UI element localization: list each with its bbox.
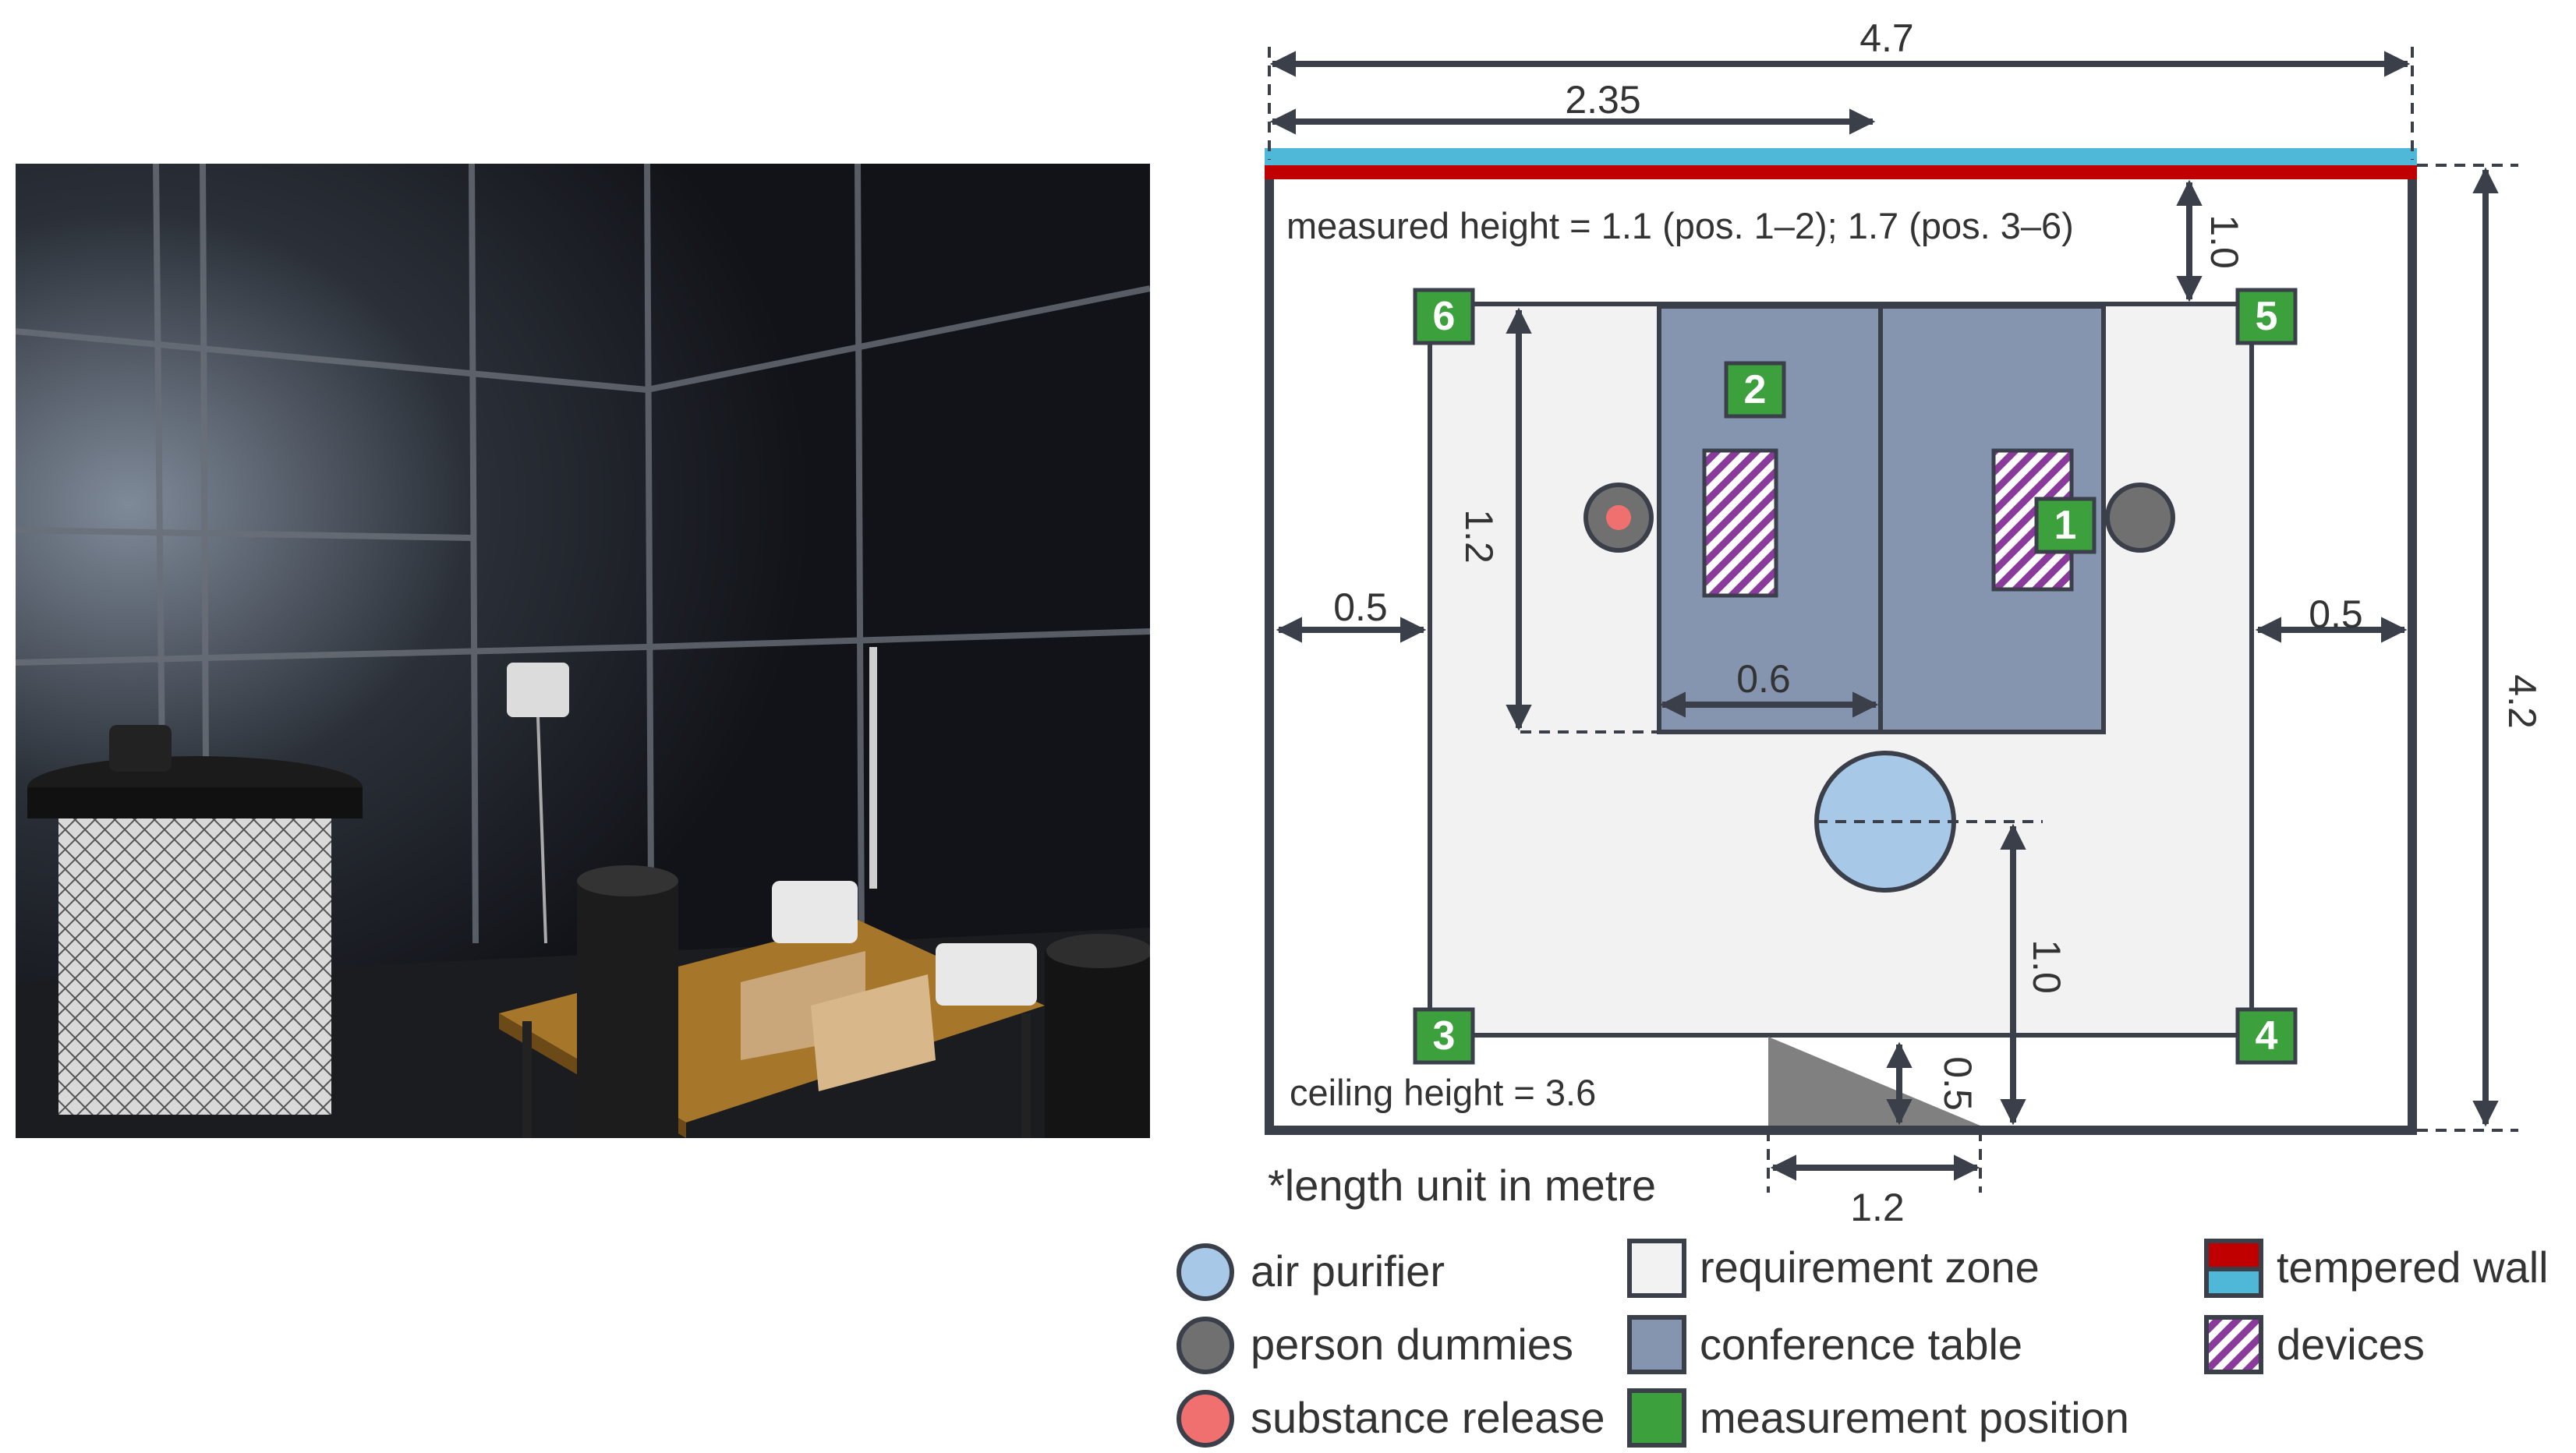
tempered-wall-cold (1265, 148, 2417, 165)
measurement-position-3: 3 (1413, 1007, 1475, 1065)
legend-air-purifier-icon (1177, 1243, 1234, 1301)
legend-substance-release-label: substance release (1251, 1393, 1605, 1442)
dim-corner-width: 1.2 (1850, 1186, 1905, 1229)
measurement-position-6: 6 (1413, 288, 1475, 345)
legend-measurement-position-label: measurement position (1700, 1393, 2129, 1442)
legend: air purifier person dummies substance re… (1177, 1239, 2549, 1448)
legend-tempered-wall-icon (2204, 1239, 2263, 1298)
legend-devices-label: devices (2277, 1320, 2425, 1369)
legend-measurement-position-icon (1627, 1388, 1686, 1448)
svg-text:4: 4 (2256, 1013, 2278, 1059)
legend-requirement-zone-icon (1627, 1239, 1686, 1298)
svg-text:5: 5 (2256, 294, 2278, 339)
svg-text:6: 6 (1433, 294, 1456, 339)
length-unit-note: *length unit in metre (1268, 1161, 1656, 1210)
legend-air-purifier-label: air purifier (1251, 1246, 1445, 1296)
dim-room-width: 4.7 (1859, 16, 1914, 60)
svg-text:3: 3 (1433, 1013, 1456, 1059)
substance-release-point (1606, 505, 1631, 530)
dim-left-margin: 0.5 (1333, 585, 1388, 629)
legend-substance-release-icon (1177, 1390, 1234, 1448)
dim-zone-depth: 1.2 (1457, 509, 1501, 564)
dim-room-depth: 4.2 (2500, 674, 2544, 729)
measured-height-note: measured height = 1.1 (pos. 1–2); 1.7 (p… (1286, 205, 2074, 246)
legend-person-dummies-icon (1177, 1317, 1234, 1374)
test-chamber-photo (16, 164, 1150, 1138)
dim-table-width: 0.6 (1736, 657, 1791, 701)
legend-conference-table-icon (1627, 1315, 1686, 1374)
legend-devices-icon (2204, 1315, 2263, 1374)
measurement-position-1: 1 (2034, 497, 2097, 554)
measurement-position-5: 5 (2235, 288, 2298, 345)
dim-half-width: 2.35 (1565, 78, 1640, 122)
svg-text:2: 2 (1744, 367, 1767, 412)
legend-requirement-zone-label: requirement zone (1700, 1243, 2040, 1292)
measurement-position-2: 2 (1724, 361, 1786, 419)
corner-obstacle (1768, 1037, 1980, 1126)
dim-purifier-zone: 1.0 (2025, 939, 2068, 994)
legend-tempered-wall-label: tempered wall (2277, 1243, 2549, 1292)
dim-wall-pos5: 1.0 (2203, 214, 2246, 269)
person-dummy-right (2105, 483, 2175, 553)
tempered-wall-hot (1265, 165, 2417, 179)
device-left (1702, 448, 1778, 598)
dim-right-margin: 0.5 (2309, 592, 2363, 636)
measurement-position-4: 4 (2235, 1007, 2298, 1065)
ceiling-height-note: ceiling height = 3.6 (1290, 1072, 1596, 1113)
legend-person-dummies-label: person dummies (1251, 1320, 1573, 1369)
svg-text:1: 1 (2054, 503, 2077, 548)
dim-corner-height: 0.5 (1936, 1056, 1980, 1111)
legend-conference-table-label: conference table (1700, 1320, 2022, 1369)
